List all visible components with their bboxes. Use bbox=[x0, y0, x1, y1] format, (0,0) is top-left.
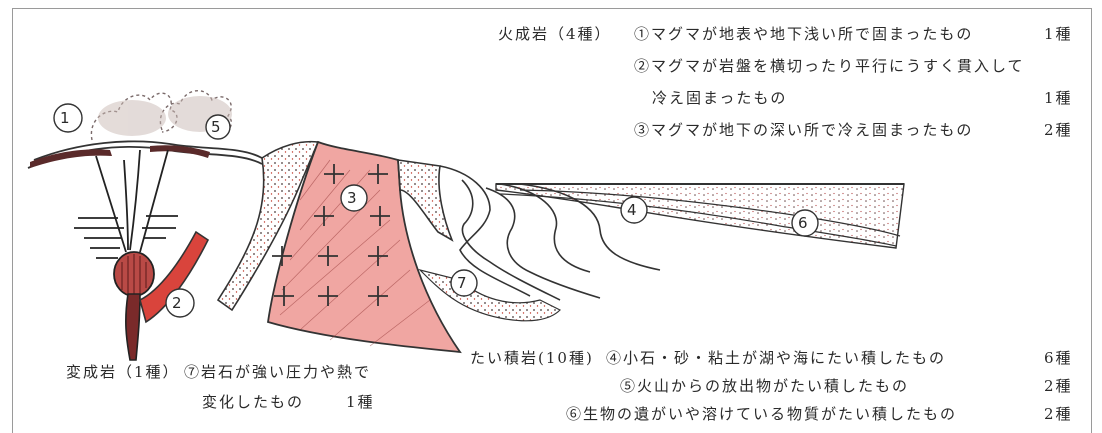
sedimentary-item-5: ⑤火山からの放出物がたい積したもの bbox=[620, 376, 909, 396]
horizontal-sediments bbox=[496, 184, 904, 248]
marker-6: 6 bbox=[798, 214, 808, 232]
igneous-item-1: ①マグマが地表や地下浅い所で固まったもの bbox=[634, 24, 973, 44]
igneous-item-3-count: 2種 bbox=[1044, 120, 1073, 140]
sedimentary-item-6: ⑥生物の遺がいや溶けている物質がたい積したもの bbox=[566, 404, 957, 424]
sedimentary-item-4-count: 6種 bbox=[1044, 348, 1073, 368]
metamorphic-item-7-line1: ⑦岩石が強い圧力や熱で bbox=[184, 362, 371, 382]
igneous-item-2-count: 1種 bbox=[1044, 88, 1073, 108]
marker-1: 1 bbox=[60, 109, 70, 127]
igneous-item-1-count: 1種 bbox=[1044, 24, 1073, 44]
marker-7: 7 bbox=[457, 274, 467, 292]
igneous-item-2-line1: ②マグマが岩盤を横切ったり平行にうすく貫入して bbox=[634, 56, 1025, 76]
sedimentary-item-6-count: 2種 bbox=[1044, 404, 1073, 424]
igneous-item-3: ③マグマが地下の深い所で冷え固まったもの bbox=[634, 120, 973, 140]
metamorphic-heading: 変成岩（1種） bbox=[66, 362, 180, 382]
marker-2: 2 bbox=[172, 294, 182, 312]
marker-4: 4 bbox=[627, 201, 637, 219]
marker-5: 5 bbox=[211, 118, 221, 136]
marker-3: 3 bbox=[347, 189, 357, 207]
sedimentary-item-5-count: 2種 bbox=[1044, 376, 1073, 396]
igneous-heading: 火成岩（4種） bbox=[498, 24, 612, 44]
volcanic-conduit bbox=[96, 150, 168, 252]
metamorphic-item-7-line2: 変化したもの bbox=[202, 392, 304, 412]
igneous-item-2-line2: 冷え固まったもの bbox=[652, 88, 787, 108]
metamorphic-item-7-count: 1種 bbox=[346, 392, 375, 412]
sedimentary-heading: たい積岩(10種) bbox=[470, 348, 594, 368]
metamorphic-zone bbox=[420, 270, 560, 321]
sedimentary-item-4: ④小石・砂・粘土が湖や海にたい積したもの bbox=[606, 348, 946, 368]
